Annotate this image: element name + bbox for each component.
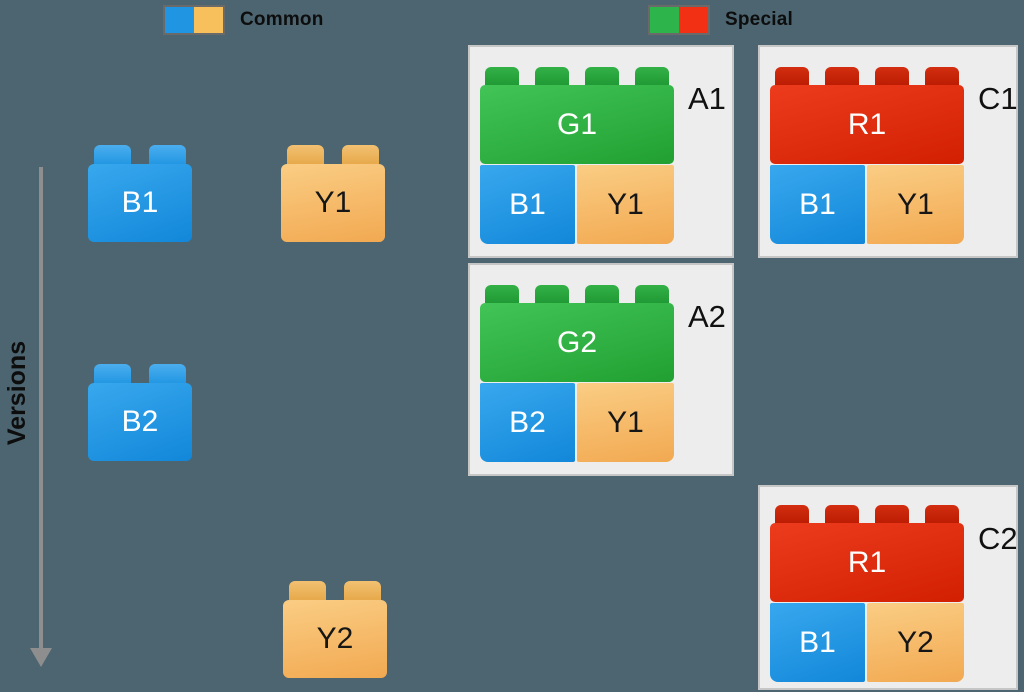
- lego-stud-icon: [287, 145, 324, 164]
- lego-stud-icon: [149, 145, 186, 164]
- versions-axis-arrowhead-icon: [30, 648, 52, 667]
- lego-stud-icon: [635, 285, 669, 303]
- lego-stud-icon: [149, 364, 186, 383]
- lego-stud-icon: [585, 285, 619, 303]
- brick-g1-body: G1: [480, 85, 674, 164]
- lego-stud-icon: [585, 67, 619, 85]
- lego-stud-icon: [485, 67, 519, 85]
- panel-c1: R1 B1 Y1 C1: [758, 45, 1018, 258]
- brick-b2: B2: [88, 364, 192, 461]
- brick-r1-label: R1: [847, 107, 887, 141]
- brick-y1-label: Y1: [314, 186, 352, 219]
- panel-a1-composite-brick: G1 B1 Y1: [480, 67, 674, 244]
- brick-g1-label: G1: [556, 107, 598, 141]
- panel-c2-brick-b1-label: B1: [799, 625, 836, 659]
- panel-a1-brick-y1-label: Y1: [607, 187, 644, 221]
- lego-stud-icon: [485, 285, 519, 303]
- panel-a2-base-row: B2 Y1: [480, 383, 674, 462]
- brick-r1-studs: [770, 505, 964, 523]
- brick-y1-studs: [281, 145, 385, 164]
- legend-common-swatches: [163, 5, 225, 35]
- lego-stud-icon: [344, 581, 381, 600]
- panel-a2-label: A2: [688, 299, 726, 334]
- panel-c1-base-row: B1 Y1: [770, 165, 964, 244]
- panel-a1: G1 B1 Y1 A1: [468, 45, 734, 258]
- panel-c2-base-row: B1 Y2: [770, 603, 964, 682]
- panel-c2-brick-y2: Y2: [867, 603, 964, 682]
- panel-c1-brick-b1-label: B1: [799, 187, 836, 221]
- brick-b1-body: B1: [88, 164, 192, 242]
- brick-g2-studs: [480, 285, 674, 303]
- panel-c2-label: C2: [978, 521, 1018, 556]
- panel-c1-brick-y1: Y1: [867, 165, 964, 244]
- brick-b2-studs: [88, 364, 192, 383]
- legend-special-swatches: [648, 5, 710, 35]
- legend-common-label: Common: [240, 9, 324, 30]
- lego-stud-icon: [875, 67, 909, 85]
- brick-r1-body: R1: [770, 523, 964, 602]
- brick-y2-label: Y2: [316, 622, 354, 655]
- lego-stud-icon: [289, 581, 326, 600]
- lego-stud-icon: [825, 67, 859, 85]
- lego-stud-icon: [925, 67, 959, 85]
- brick-b1: B1: [88, 145, 192, 242]
- legend-special-label: Special: [725, 9, 793, 30]
- special-red-swatch-icon: [679, 7, 708, 33]
- panel-a2-composite-brick: G2 B2 Y1: [480, 285, 674, 462]
- brick-g2-label: G2: [556, 325, 598, 359]
- brick-y2-body: Y2: [283, 600, 387, 678]
- panel-c1-brick-b1: B1: [770, 165, 865, 244]
- versions-axis-label: Versions: [3, 340, 31, 446]
- panel-a2-brick-b2: B2: [480, 383, 575, 462]
- lego-stud-icon: [775, 505, 809, 523]
- brick-y2: Y2: [283, 581, 387, 678]
- panel-a2-brick-b2-label: B2: [509, 405, 546, 439]
- brick-y2-studs: [283, 581, 387, 600]
- panel-c2: R1 B1 Y2 C2: [758, 485, 1018, 690]
- panel-a2-brick-y1: Y1: [577, 383, 674, 462]
- lego-stud-icon: [535, 285, 569, 303]
- lego-stud-icon: [925, 505, 959, 523]
- legend-common: Common: [163, 5, 324, 35]
- common-yellow-swatch-icon: [194, 7, 223, 33]
- brick-g1-studs: [480, 67, 674, 85]
- panel-c1-composite-brick: R1 B1 Y1: [770, 67, 964, 244]
- lego-stud-icon: [635, 67, 669, 85]
- panel-a1-brick-b1: B1: [480, 165, 575, 244]
- brick-r1-body: R1: [770, 85, 964, 164]
- brick-b2-body: B2: [88, 383, 192, 461]
- brick-y1: Y1: [281, 145, 385, 242]
- brick-b1-studs: [88, 145, 192, 164]
- panel-c2-brick-b1: B1: [770, 603, 865, 682]
- lego-stud-icon: [825, 505, 859, 523]
- lego-stud-icon: [535, 67, 569, 85]
- panel-c2-brick-y2-label: Y2: [897, 625, 934, 659]
- brick-b2-label: B2: [121, 405, 159, 438]
- lego-stud-icon: [775, 67, 809, 85]
- panel-a1-brick-b1-label: B1: [509, 187, 546, 221]
- brick-y1-body: Y1: [281, 164, 385, 242]
- panel-a2-brick-y1-label: Y1: [607, 405, 644, 439]
- brick-g2-body: G2: [480, 303, 674, 382]
- panel-a2: G2 B2 Y1 A2: [468, 263, 734, 476]
- panel-c1-brick-y1-label: Y1: [897, 187, 934, 221]
- brick-r1-studs: [770, 67, 964, 85]
- lego-stud-icon: [875, 505, 909, 523]
- brick-b1-label: B1: [121, 186, 159, 219]
- panel-a1-base-row: B1 Y1: [480, 165, 674, 244]
- panel-a1-label: A1: [688, 81, 726, 116]
- lego-stud-icon: [94, 145, 131, 164]
- brick-r1-label: R1: [847, 545, 887, 579]
- lego-stud-icon: [94, 364, 131, 383]
- panel-c1-label: C1: [978, 81, 1018, 116]
- special-green-swatch-icon: [650, 7, 679, 33]
- panel-c2-composite-brick: R1 B1 Y2: [770, 505, 964, 682]
- legend-special: Special: [648, 5, 793, 35]
- versions-axis-line: [39, 167, 43, 649]
- panel-a1-brick-y1: Y1: [577, 165, 674, 244]
- lego-stud-icon: [342, 145, 379, 164]
- common-blue-swatch-icon: [165, 7, 194, 33]
